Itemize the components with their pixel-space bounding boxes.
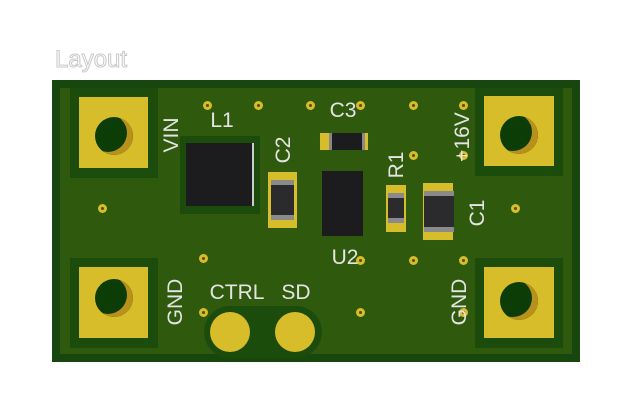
via <box>409 101 418 110</box>
vin-hole <box>95 117 133 155</box>
via <box>199 254 208 263</box>
via <box>409 151 418 160</box>
c1-capacitor[interactable] <box>424 191 454 232</box>
r1-resistor[interactable] <box>388 193 404 223</box>
c3-capacitor[interactable] <box>329 133 365 150</box>
via <box>203 101 212 110</box>
label-c3: C3 <box>329 99 357 122</box>
label-vin: VIN <box>160 117 183 153</box>
label-sd: SD <box>281 281 311 304</box>
u2-ic[interactable] <box>322 171 363 236</box>
label-gnd-right: GND <box>448 278 471 326</box>
via <box>459 308 468 317</box>
via <box>409 256 418 265</box>
via <box>356 256 365 265</box>
via <box>459 101 468 110</box>
v16-hole <box>500 116 538 154</box>
label-c2: C2 <box>272 136 295 164</box>
via <box>459 256 468 265</box>
l1-inductor[interactable] <box>186 143 254 206</box>
via <box>98 204 107 213</box>
label-c1: C1 <box>466 199 489 227</box>
label-r1: R1 <box>385 151 408 179</box>
view-title: Layout <box>54 46 128 74</box>
label-16v: +16V <box>451 112 474 162</box>
via <box>356 308 365 317</box>
ctrl-pad[interactable] <box>210 312 250 352</box>
sd-pad[interactable] <box>275 312 315 352</box>
c2-capacitor[interactable] <box>271 180 294 220</box>
gnd-right-hole <box>500 282 538 320</box>
via <box>511 204 520 213</box>
via <box>306 101 315 110</box>
via <box>356 101 365 110</box>
via <box>459 151 468 160</box>
gnd-left-hole <box>95 279 133 317</box>
via <box>199 308 208 317</box>
label-u2: U2 <box>331 246 359 269</box>
label-ctrl: CTRL <box>209 281 265 304</box>
via <box>254 101 263 110</box>
label-l1: L1 <box>210 109 234 132</box>
label-gnd-left: GND <box>164 278 187 326</box>
